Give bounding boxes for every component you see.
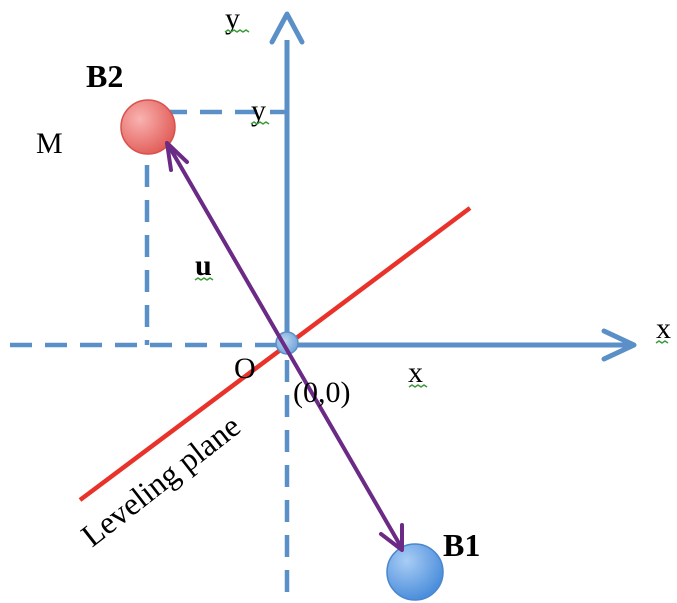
y-axis bbox=[269, 11, 305, 345]
y-axis-arrowhead bbox=[269, 11, 305, 45]
x-value-label: x bbox=[408, 356, 423, 389]
b1-label: B1 bbox=[443, 527, 480, 563]
y-value-label: y bbox=[251, 94, 266, 127]
squiggle-underlines bbox=[194, 29, 669, 388]
leveling-plane-label: Leveling plane bbox=[74, 408, 247, 554]
x-axis-arrowhead bbox=[601, 328, 637, 362]
vector-u bbox=[165, 141, 404, 552]
x-axis bbox=[287, 328, 637, 362]
leveling-plane-line bbox=[78, 206, 472, 502]
y-axis-label: y bbox=[225, 2, 240, 35]
b2-label: B2 bbox=[86, 58, 123, 94]
m-label: M bbox=[36, 127, 63, 160]
origin-coords-label: (0,0) bbox=[293, 376, 350, 409]
vector-u-arrowhead-b1 bbox=[379, 523, 404, 552]
b2-ball bbox=[120, 99, 176, 155]
u-label: u bbox=[195, 249, 212, 282]
x-axis-label: x bbox=[656, 312, 671, 345]
b1-ball bbox=[386, 543, 444, 601]
origin-label: O bbox=[234, 352, 256, 385]
dashed-guides bbox=[10, 109, 290, 595]
vector-u-arrowhead-b2 bbox=[165, 141, 189, 172]
